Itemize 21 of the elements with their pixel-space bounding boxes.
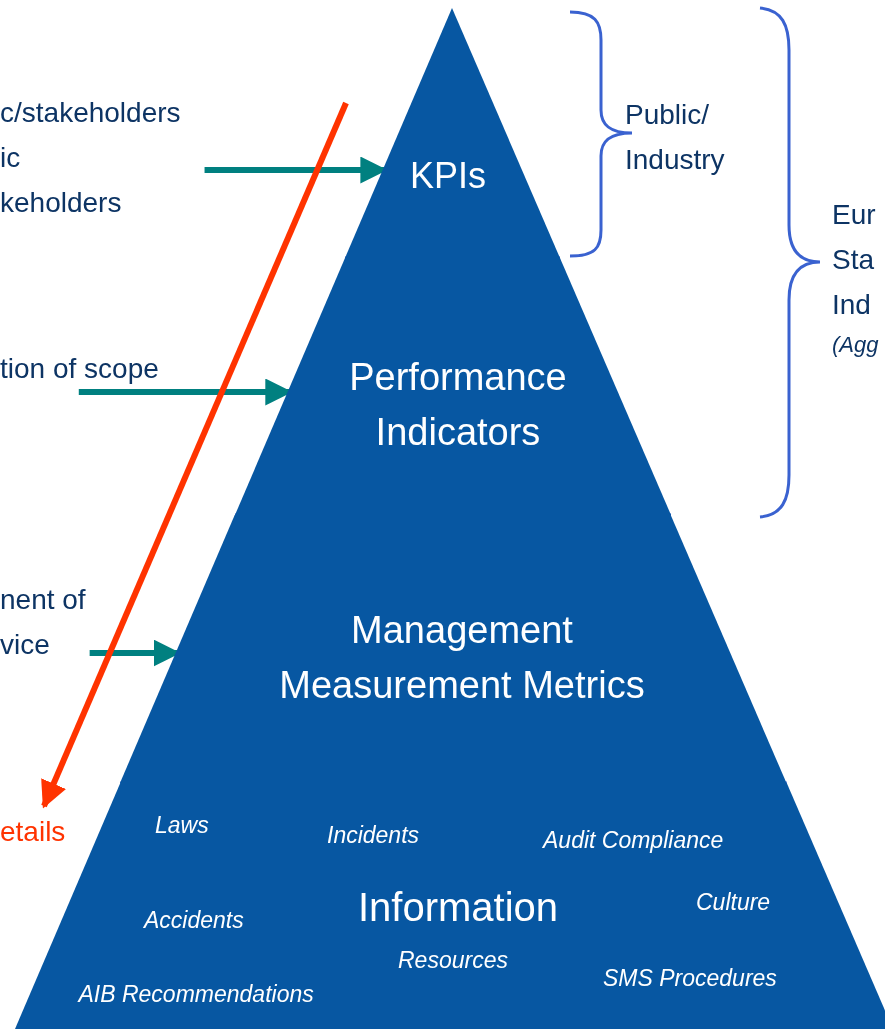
side-note: keholders bbox=[0, 186, 123, 220]
information-item: Audit Compliance bbox=[543, 827, 724, 855]
tier-title: Information bbox=[358, 884, 559, 931]
side-note: c/stakeholders bbox=[0, 96, 182, 130]
information-item: Laws bbox=[155, 812, 209, 840]
information-item: Incidents bbox=[327, 822, 420, 850]
bracket-label: Eur Sta Ind bbox=[832, 198, 877, 322]
information-item: Accidents bbox=[144, 907, 244, 935]
bracket-note: (Agg bbox=[832, 331, 880, 359]
information-item: AIB Recommendations bbox=[78, 981, 314, 1009]
tier-title: KPIs bbox=[410, 153, 486, 197]
information-item: Culture bbox=[696, 889, 771, 917]
tier-title: Management Measurement Metrics bbox=[278, 608, 646, 709]
direction-label: etails bbox=[0, 815, 67, 849]
side-note: ic bbox=[0, 141, 22, 175]
bracket-label: Public/ Industry bbox=[625, 98, 726, 177]
information-item: Resources bbox=[398, 947, 508, 975]
side-note: nent of vice bbox=[0, 583, 87, 662]
tier-title: Performance Indicators bbox=[348, 355, 568, 456]
information-item: SMS Procedures bbox=[603, 965, 777, 993]
side-note: tion of scope bbox=[0, 352, 160, 386]
